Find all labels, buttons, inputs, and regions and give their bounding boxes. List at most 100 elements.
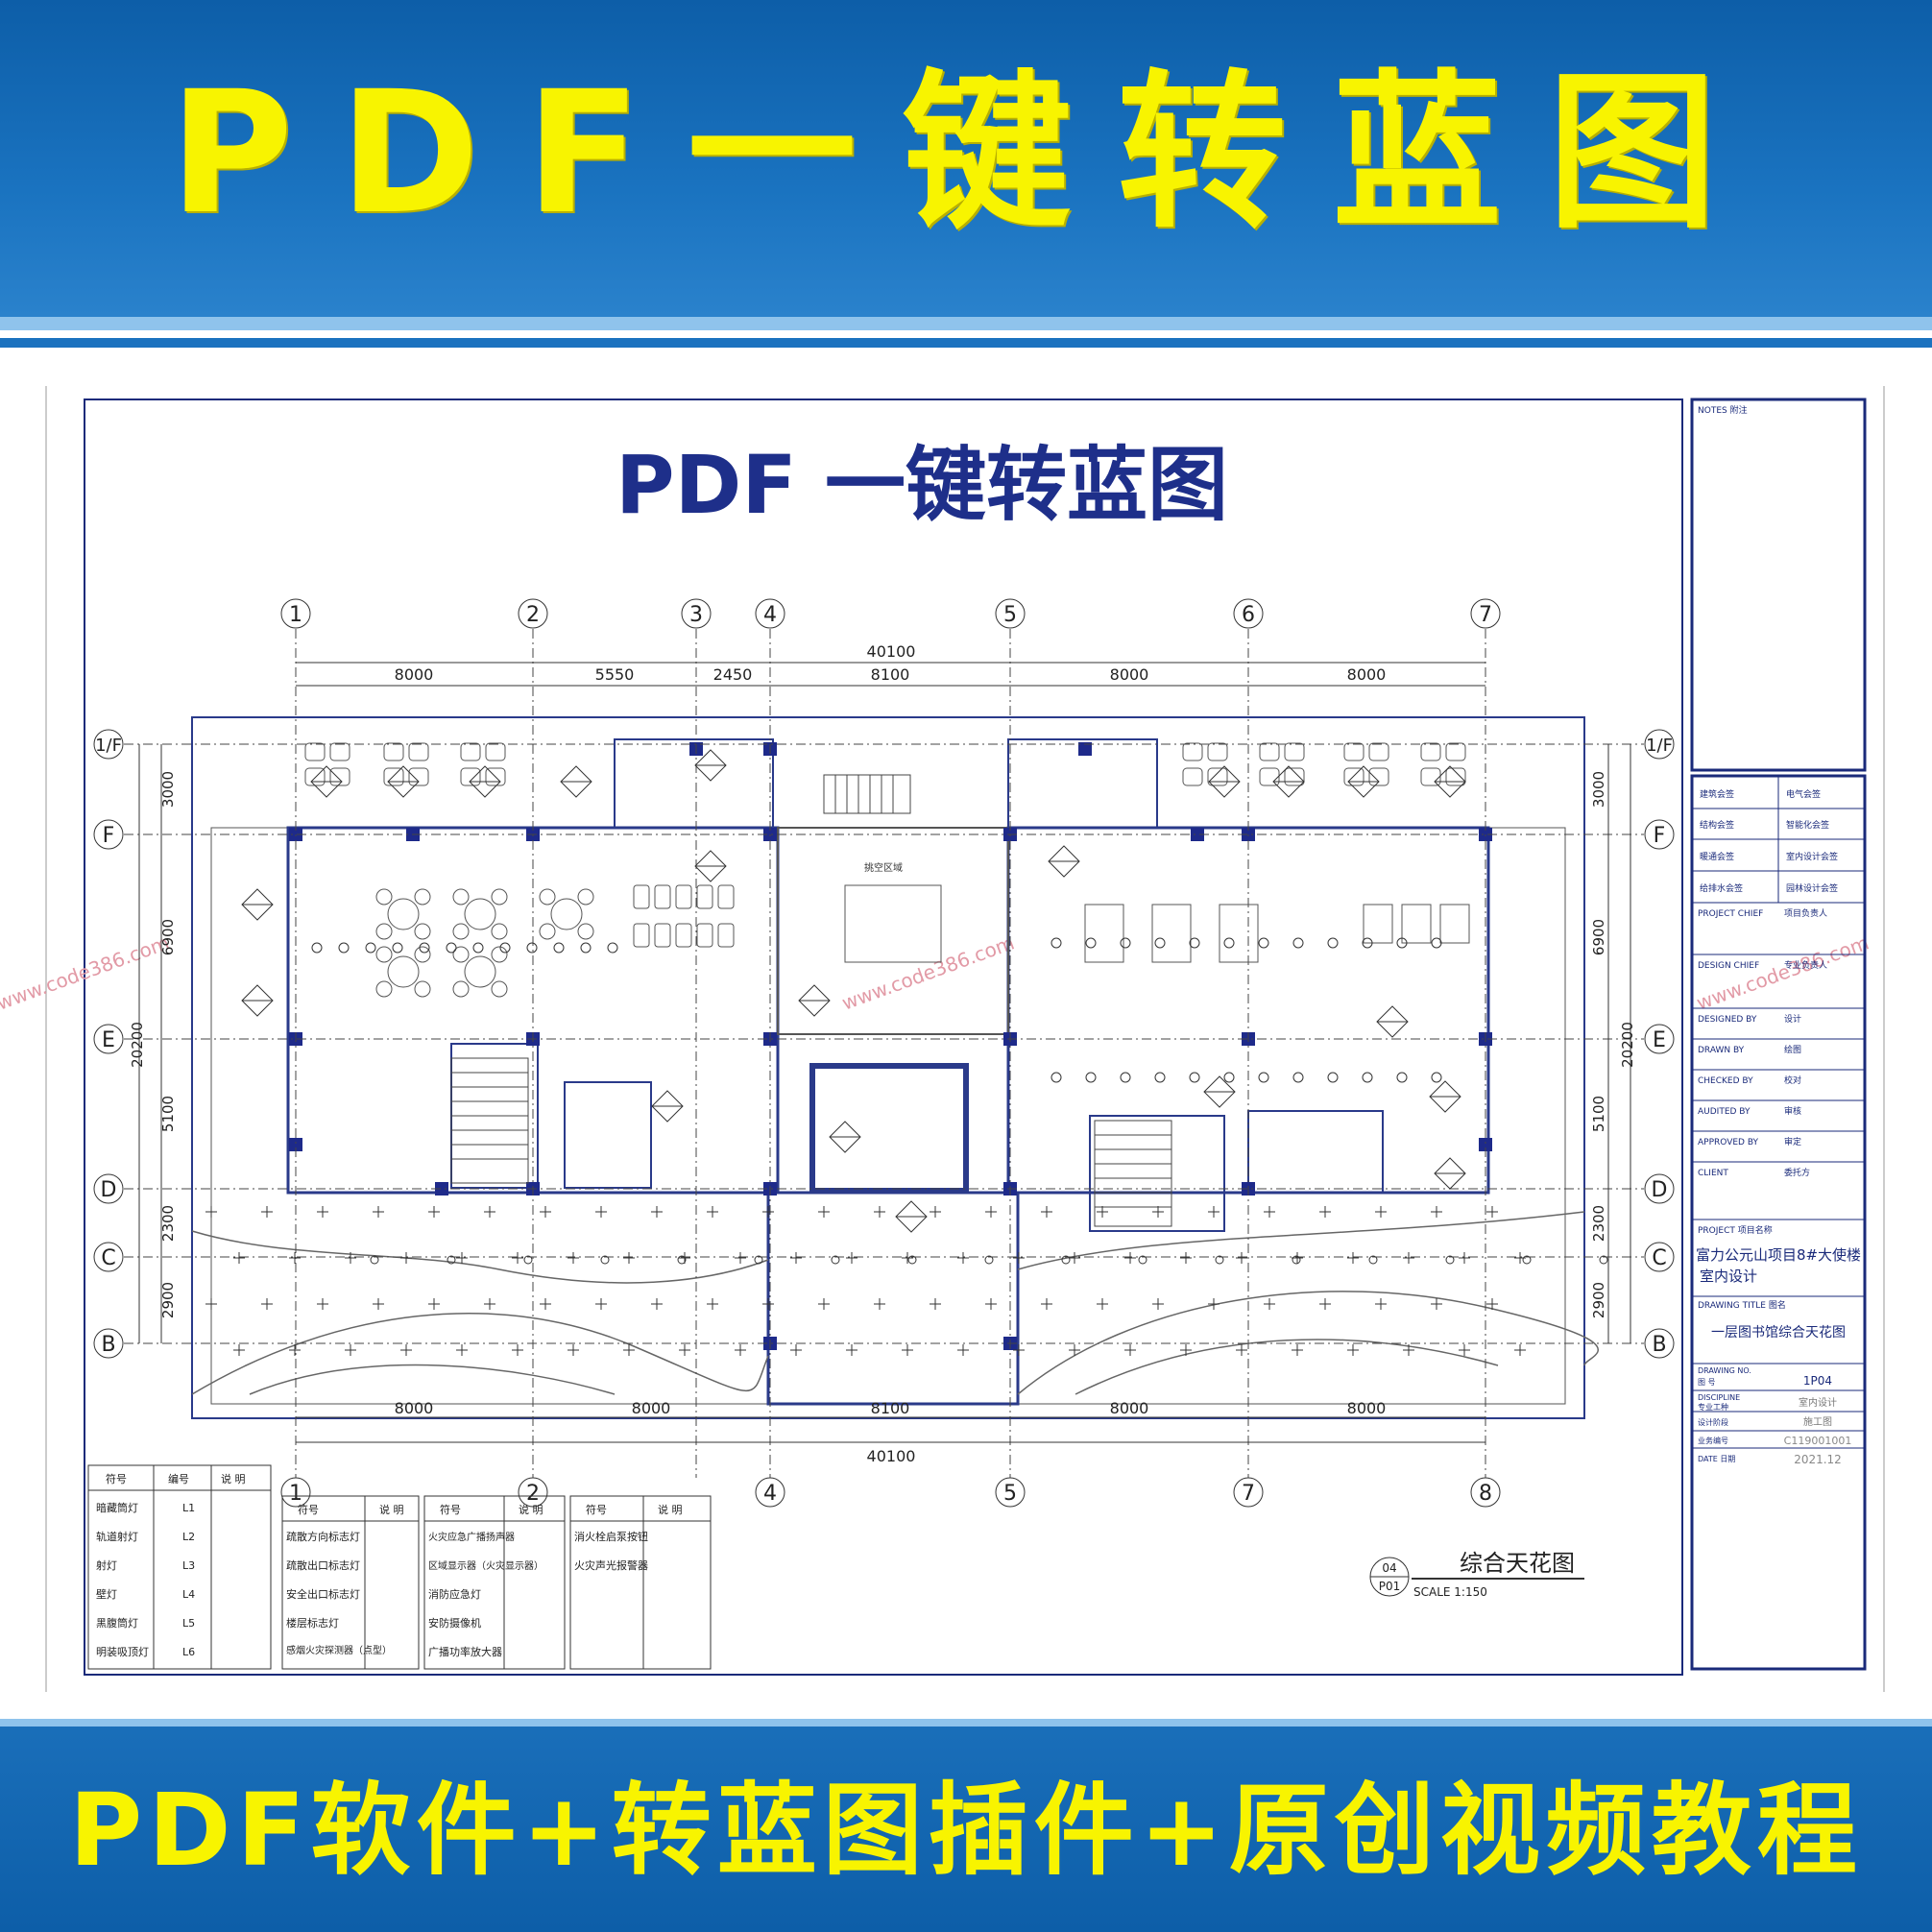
ceiling-symbols <box>205 749 1608 1356</box>
grid-bubble: E <box>1644 1024 1675 1054</box>
dimension-labels-left: 3000 6900 5100 2300 2900 20200 <box>129 771 177 1318</box>
svg-text:结构会签: 结构会签 <box>1700 819 1734 831</box>
svg-text:校对: 校对 <box>1784 1075 1801 1086</box>
svg-text:DESIGNED BY: DESIGNED BY <box>1698 1015 1757 1025</box>
dimension-labels-right: 3000 6900 5100 2300 2900 20200 <box>1590 771 1636 1318</box>
svg-text:E: E <box>1653 1028 1666 1052</box>
svg-text:8100: 8100 <box>871 665 910 684</box>
svg-text:火灾应急广播扬声器: 火灾应急广播扬声器 <box>428 1531 515 1543</box>
svg-text:绘图: 绘图 <box>1784 1044 1801 1055</box>
svg-text:F: F <box>1654 824 1666 848</box>
svg-text:楼层标志灯: 楼层标志灯 <box>286 1616 339 1630</box>
svg-text:消防应急灯: 消防应急灯 <box>428 1587 481 1601</box>
svg-text:符号: 符号 <box>298 1504 319 1516</box>
svg-text:室内设计会签: 室内设计会签 <box>1786 851 1838 862</box>
grid-bubble: C <box>93 1242 124 1272</box>
svg-text:说 明: 说 明 <box>658 1503 683 1516</box>
svg-text:5100: 5100 <box>159 1096 177 1132</box>
svg-text:审核: 审核 <box>1784 1105 1801 1117</box>
svg-text:PROJECT 项目名称: PROJECT 项目名称 <box>1698 1224 1773 1236</box>
drawing-sheet: PDF 一键转蓝图 www.code386.com www.code386.co… <box>0 348 1932 1719</box>
project-name-line2: 室内设计 <box>1700 1268 1757 1285</box>
grid-bubble: 6 <box>1233 598 1264 629</box>
svg-text:轨道射灯: 轨道射灯 <box>96 1530 138 1543</box>
grid-bubbles-left: 1/F F E D C B <box>93 729 124 1359</box>
svg-text:设计: 设计 <box>1784 1013 1801 1025</box>
svg-text:F: F <box>103 824 115 848</box>
svg-text:审定: 审定 <box>1784 1136 1801 1147</box>
svg-text:7: 7 <box>1479 603 1492 627</box>
grid-bubble: 8 <box>1470 1477 1501 1508</box>
svg-text:04: 04 <box>1382 1561 1396 1575</box>
grid-bubbles-top: 1 2 3 4 5 6 7 <box>280 598 1501 629</box>
svg-text:3: 3 <box>689 603 703 627</box>
svg-text:专业负责人: 专业负责人 <box>1784 959 1827 971</box>
svg-text:P01: P01 <box>1379 1580 1401 1593</box>
drawing-title: PDF 一键转蓝图 <box>616 438 1228 532</box>
svg-text:说 明: 说 明 <box>519 1503 543 1516</box>
svg-text:火灾声光报警器: 火灾声光报警器 <box>574 1558 648 1572</box>
svg-text:B: B <box>1652 1333 1666 1357</box>
headline: PDF一键转蓝图 <box>169 55 1763 252</box>
svg-text:施工图: 施工图 <box>1803 1415 1832 1428</box>
svg-text:项目负责人: 项目负责人 <box>1784 907 1827 919</box>
svg-text:符号: 符号 <box>106 1473 127 1485</box>
grid-bubble: 1/F <box>93 729 124 760</box>
grid-bubble: F <box>1644 819 1675 850</box>
top-banner: PDF一键转蓝图 <box>0 0 1932 348</box>
svg-text:7: 7 <box>1242 1482 1255 1506</box>
svg-text:符号: 符号 <box>440 1504 461 1516</box>
svg-text:1: 1 <box>289 603 302 627</box>
svg-text:D: D <box>101 1178 117 1202</box>
dimension-total-bottom: 40100 <box>867 1447 916 1465</box>
svg-text:DISCIPLINE: DISCIPLINE <box>1698 1393 1740 1402</box>
landscape-curves <box>191 1211 1599 1395</box>
svg-text:PROJECT CHIEF: PROJECT CHIEF <box>1698 909 1763 919</box>
banner-stripe <box>0 330 1932 338</box>
svg-text:5550: 5550 <box>595 665 635 684</box>
svg-text:疏散出口标志灯: 疏散出口标志灯 <box>286 1558 360 1572</box>
grid-bubble: 5 <box>995 598 1026 629</box>
svg-text:专业工种: 专业工种 <box>1698 1402 1728 1412</box>
svg-text:图 号: 图 号 <box>1698 1378 1716 1387</box>
drawing-number: 1P04 <box>1803 1374 1832 1388</box>
svg-text:明装吸顶灯: 明装吸顶灯 <box>96 1646 149 1658</box>
grid-bubble: D <box>1644 1173 1675 1204</box>
banner-stripe <box>0 317 1932 330</box>
svg-text:6: 6 <box>1242 603 1255 627</box>
drawing-title-value: 一层图书馆综合天花图 <box>1711 1325 1846 1340</box>
svg-text:D: D <box>1652 1178 1668 1202</box>
svg-text:射灯: 射灯 <box>96 1558 117 1572</box>
dimension-lines <box>138 662 1631 1443</box>
svg-text:DATE 日期: DATE 日期 <box>1698 1455 1735 1463</box>
svg-text:2: 2 <box>526 603 540 627</box>
svg-text:业务编号: 业务编号 <box>1698 1436 1728 1445</box>
svg-text:广播功率放大器: 广播功率放大器 <box>428 1645 502 1658</box>
svg-text:设计阶段: 设计阶段 <box>1698 1417 1728 1427</box>
svg-text:B: B <box>101 1333 115 1357</box>
watermark: www.code386.com <box>1694 930 1872 1014</box>
svg-text:电气会签: 电气会签 <box>1786 788 1821 800</box>
svg-text:2900: 2900 <box>159 1282 177 1318</box>
svg-text:区域显示器（火灾显示器）: 区域显示器（火灾显示器） <box>428 1559 543 1572</box>
area-label: 挑空区域 <box>864 861 903 874</box>
svg-text:8000: 8000 <box>1110 1399 1149 1417</box>
svg-text:1/F: 1/F <box>1646 736 1673 756</box>
sheet-border <box>84 398 1683 1676</box>
svg-text:建筑会签: 建筑会签 <box>1700 788 1734 800</box>
svg-text:CHECKED BY: CHECKED BY <box>1698 1076 1753 1086</box>
svg-text:说 明: 说 明 <box>379 1503 404 1516</box>
title-block: NOTES 附注 建筑会签电气会签 结构会签智能化会签 暖 <box>1690 398 1867 1671</box>
svg-text:8: 8 <box>1479 1482 1492 1506</box>
svg-text:C: C <box>101 1246 115 1270</box>
footer-tagline: PDF软件+转蓝图插件+原创视频教程 <box>69 1772 1863 1889</box>
svg-text:8000: 8000 <box>395 1399 434 1417</box>
svg-text:消火栓启泵按钮: 消火栓启泵按钮 <box>574 1530 648 1543</box>
svg-text:室内设计: 室内设计 <box>1799 1396 1837 1409</box>
svg-text:L3: L3 <box>182 1559 195 1572</box>
svg-text:4: 4 <box>763 1482 777 1506</box>
svg-text:1/F: 1/F <box>95 736 122 756</box>
grid-bubbles-bottom: 1 2 4 5 7 8 <box>280 1477 1501 1508</box>
svg-text:DESIGN CHIEF: DESIGN CHIEF <box>1698 961 1759 971</box>
svg-text:黑腹筒灯: 黑腹筒灯 <box>96 1616 138 1630</box>
